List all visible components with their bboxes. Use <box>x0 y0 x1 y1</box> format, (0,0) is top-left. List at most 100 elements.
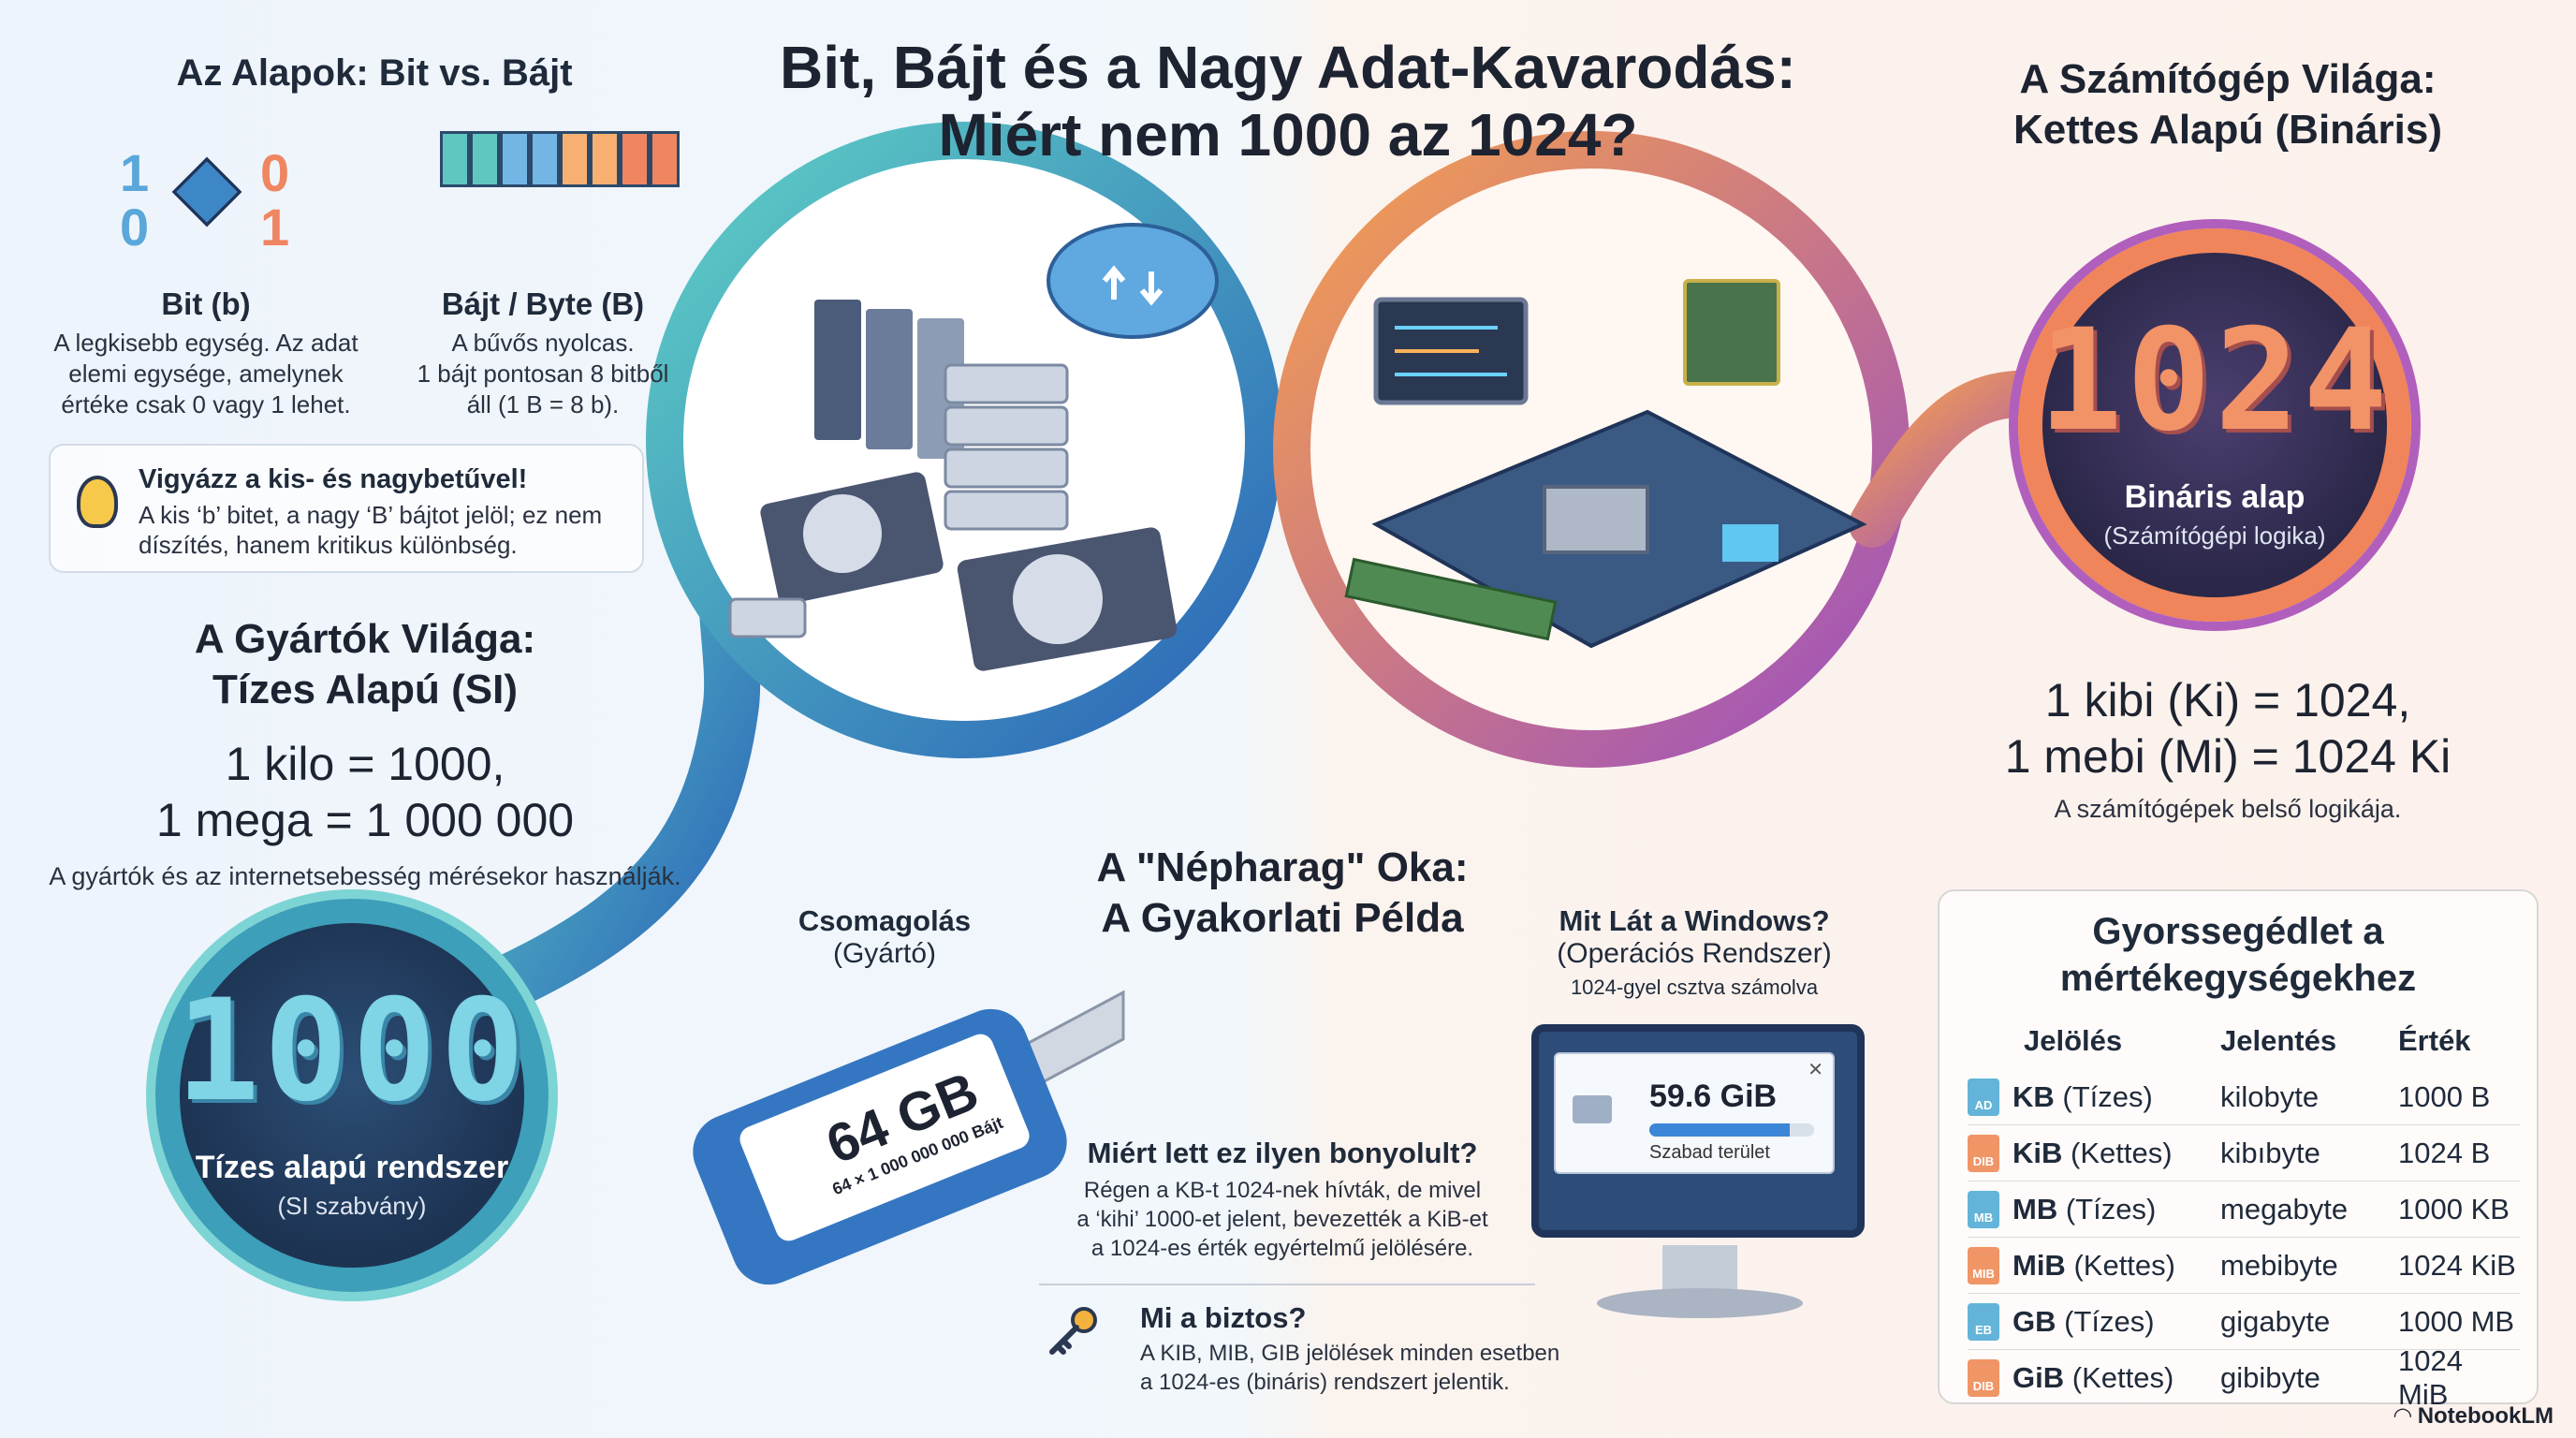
manufacturers-formula-2: 1 mega = 1 000 000 <box>155 794 575 846</box>
why-text-1: Régen a KB-t 1024-nek hívták, de mivel <box>1083 1178 1482 1203</box>
unit-meaning: gibibyte <box>2220 1361 2320 1394</box>
motherboard-illustration <box>1344 279 1867 649</box>
unit-value: 1000 KB <box>2398 1192 2510 1225</box>
decimal-sub: (SI szabvány) <box>277 1192 427 1220</box>
packaging-label: Csomagolás (Gyártó) <box>739 904 1030 970</box>
header-meaning: Jelentés <box>2220 1024 2337 1057</box>
cube-icon <box>171 156 242 227</box>
disk-usage-fill <box>1649 1123 1790 1137</box>
binary-number: 1024 <box>2038 300 2392 462</box>
disk-usage-bar <box>1649 1123 1814 1137</box>
bit-desc-2: elemi egysége, amelynek <box>68 360 344 388</box>
why-text-3: a 1024-es érték egyértelmű jelölésére. <box>1090 1236 1474 1261</box>
notebooklm-logo-icon: ◠ <box>2393 1403 2418 1429</box>
disk-free-label: Szabad terület <box>1649 1142 1770 1163</box>
byte-desc-2: 1 bájt pontosan 8 bitből <box>417 360 669 388</box>
computer-note: A számítógépek belső logikája. <box>2054 795 2402 823</box>
unit-symbol: MB <box>2012 1192 2058 1225</box>
footer-brand-text: NotebookLM <box>2417 1403 2554 1429</box>
why-section: Miért lett ez ilyen bonyolult? Régen a K… <box>1039 1137 1526 1263</box>
byte-desc-3: áll (1 B = 8 b). <box>466 390 620 418</box>
windows-title: Mit Lát a Windows? <box>1559 904 1830 937</box>
why-text-2: a ‘kihi’ 1000-et jelent, bevezették a Ki… <box>1076 1207 1488 1232</box>
example-title-1: A "Népharag" Oka: <box>1096 844 1469 890</box>
bit-digits: 1 0 0 1 <box>120 142 307 257</box>
computer-title: A Számítógép Világa: Kettes Alapú (Binár… <box>1910 54 2546 155</box>
manufacturers-title-2: Tízes Alapú (SI) <box>212 667 518 712</box>
footer-brand: ◠ NotebookLM <box>2394 1402 2554 1430</box>
main-title-line2: Miért nem 1000 az 1024? <box>938 101 1638 169</box>
unit-symbol: KiB <box>2012 1136 2063 1169</box>
file-icon: EB <box>1968 1302 1999 1341</box>
example-title: A "Népharag" Oka: A Gyakorlati Példa <box>1039 843 1526 944</box>
manufacturers-title-1: A Gyártók Világa: <box>194 616 536 662</box>
sure-text-1: A KIB, MIB, GIB jelölések minden esetben <box>1140 1341 1560 1366</box>
decimal-label: Tízes alapú rendszer <box>195 1150 509 1185</box>
unit-base: (Kettes) <box>2073 1248 2175 1282</box>
main-title: Bit, Bájt és a Nagy Adat-Kavarodás: Miér… <box>633 34 1943 169</box>
close-icon[interactable]: ✕ <box>1808 1060 1823 1080</box>
bit-digit: 1 <box>260 198 290 257</box>
byte-section: Bájt / Byte (B) A bűvős nyolcas. 1 bájt … <box>393 286 693 420</box>
manufacturers-section: A Gyártók Világa: Tízes Alapú (SI) 1 kil… <box>37 614 693 892</box>
bit-desc-3: értéke csak 0 vagy 1 lehet. <box>61 390 351 418</box>
file-icon: DIB <box>1968 1134 1999 1172</box>
bit-section: Bit (b) A legkisebb egység. Az adat elem… <box>37 286 374 420</box>
quick-reference-title: Gyorssegédlet a mértékegységekhez <box>1939 908 2537 1002</box>
warning-title: Vigyázz a kis- és nagybetűvel! <box>139 464 528 494</box>
bit-digit: 0 <box>260 143 290 202</box>
manufacturers-note: A gyártók és az internetsebesség mérések… <box>49 862 681 890</box>
bit-digit: 0 <box>120 198 150 257</box>
header-unit: Jelölés <box>2024 1024 2123 1057</box>
usb-drive-illustration <box>693 990 1125 1285</box>
warning-box: Vigyázz a kis- és nagybetűvel! A kis ‘b’… <box>49 444 644 573</box>
unit-base: (Tízes) <box>2064 1304 2155 1338</box>
windows-note: 1024-gyel csztva számolva <box>1570 976 1819 999</box>
file-icon: MB <box>1968 1190 1999 1228</box>
why-title: Miért lett ez ilyen bonyolult? <box>1087 1137 1478 1169</box>
binary-sub: (Számítógépi logika) <box>2103 521 2326 550</box>
byte-blocks-icon <box>440 131 680 187</box>
windows-label: Mit Lát a Windows? (Operációs Rendszer) … <box>1516 904 1872 1000</box>
unit-meaning: kilobyte <box>2220 1079 2320 1113</box>
unit-meaning: megabyte <box>2220 1192 2349 1225</box>
drive-icon <box>1573 1095 1612 1123</box>
unit-value: 1000 MB <box>2398 1304 2515 1338</box>
computer-title-2: Kettes Alapú (Bináris) <box>2012 107 2442 153</box>
packaging-title: Csomagolás <box>798 904 972 937</box>
unit-base: (Kettes) <box>2071 1136 2173 1169</box>
file-icon: DIB <box>1968 1359 1999 1397</box>
unit-symbol: GB <box>2012 1304 2056 1338</box>
binary-label: Bináris alap <box>2124 479 2305 515</box>
unit-meaning: gigabyte <box>2220 1304 2331 1338</box>
quick-reference-title-2: mértékegységekhez <box>2059 958 2417 999</box>
file-icon: MIB <box>1968 1246 1999 1284</box>
computer-formula-2: 1 mebi (Mi) = 1024 Ki <box>2004 730 2452 783</box>
unit-meaning: mebibyte <box>2220 1248 2338 1282</box>
table-header: Jelölés Jelentés Érték <box>1968 1013 2520 1069</box>
packaging-sub: (Gyártó) <box>832 938 936 969</box>
decimal-number: 1000 <box>175 970 529 1133</box>
sure-text-2: a 1024-es (bináris) rendszert jelentik. <box>1140 1370 1510 1395</box>
decimal-circle: 1000 Tízes alapú rendszer (SI szabvány) <box>155 899 549 1292</box>
unit-symbol: KB <box>2012 1079 2055 1113</box>
manufacturers-formula-1: 1 kilo = 1000, <box>225 738 505 790</box>
unit-meaning: kibıbyte <box>2220 1136 2320 1169</box>
disk-free-value: 59.6 GiB <box>1649 1078 1778 1114</box>
header-value: Érték <box>2398 1024 2471 1057</box>
unit-value: 1024 MiB <box>2398 1344 2463 1411</box>
computer-title-1: A Számítógép Világa: <box>2019 56 2437 102</box>
sure-title: Mi a biztos? <box>1140 1301 1307 1334</box>
unit-base: (Tízes) <box>2062 1079 2153 1113</box>
warning-text-2: díszítés, hanem kritikus különbség. <box>139 531 518 559</box>
unit-symbol: MiB <box>2012 1248 2066 1282</box>
unit-base: (Kettes) <box>2071 1361 2174 1394</box>
example-title-2: A Gyakorlati Példa <box>1101 895 1464 941</box>
byte-desc-1: A bűvős nyolcas. <box>451 329 635 357</box>
binary-circle: 1024 Bináris alap (Számítógépi logika) <box>2018 228 2411 622</box>
